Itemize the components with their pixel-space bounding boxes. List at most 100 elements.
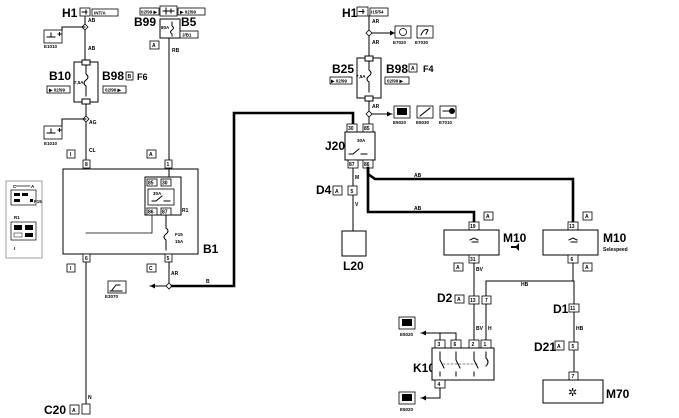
svg-text:V: V bbox=[355, 202, 359, 208]
svg-text:A: A bbox=[486, 214, 490, 220]
svg-text:A: A bbox=[152, 43, 156, 49]
svg-text:4: 4 bbox=[438, 382, 441, 388]
svg-text:HB: HB bbox=[521, 282, 529, 288]
svg-text:Selespeed: Selespeed bbox=[603, 247, 628, 253]
h1-left-tag bbox=[91, 8, 119, 17]
svg-text:E5020: E5020 bbox=[393, 120, 407, 125]
svg-text:E3070: E3070 bbox=[105, 294, 119, 299]
svg-text:I: I bbox=[14, 246, 15, 251]
fuse-b5 bbox=[159, 18, 181, 39]
svg-text:7: 7 bbox=[485, 298, 488, 304]
svg-text:87: 87 bbox=[349, 162, 355, 168]
svg-text:R1: R1 bbox=[182, 208, 189, 214]
svg-text:AR: AR bbox=[372, 104, 380, 110]
svg-text:AG: AG bbox=[89, 120, 97, 126]
svg-text:E1010: E1010 bbox=[44, 44, 58, 49]
svg-text:F15: F15 bbox=[175, 232, 183, 237]
wire-ab-m10b bbox=[366, 166, 575, 224]
svg-text:02/99 ▶: 02/99 ▶ bbox=[105, 88, 123, 93]
m10-b-label: M10 bbox=[603, 231, 627, 245]
svg-text:C: C bbox=[13, 184, 17, 189]
svg-text:86: 86 bbox=[364, 162, 370, 168]
svg-text:11: 11 bbox=[570, 306, 576, 312]
svg-text:8: 8 bbox=[85, 162, 88, 168]
j20-label: J20 bbox=[325, 139, 345, 153]
svg-text:7,5A: 7,5A bbox=[356, 74, 366, 79]
b99-label: B99 bbox=[134, 15, 156, 29]
svg-text:A: A bbox=[335, 189, 339, 195]
svg-text:02/99 ▶: 02/99 ▶ bbox=[387, 79, 405, 84]
svg-text:7,5A: 7,5A bbox=[74, 80, 84, 85]
svg-text:6: 6 bbox=[454, 342, 457, 348]
svg-text:AB: AB bbox=[88, 46, 96, 52]
e7030-icon bbox=[416, 25, 434, 39]
svg-text:A: A bbox=[456, 265, 460, 271]
svg-text:15A: 15A bbox=[175, 239, 184, 244]
svg-text:85: 85 bbox=[364, 126, 370, 132]
svg-text:7: 7 bbox=[572, 374, 575, 380]
svg-text:3: 3 bbox=[438, 342, 441, 348]
svg-text:J/B1: J/B1 bbox=[182, 33, 192, 38]
d1-label: D1 bbox=[553, 302, 569, 316]
svg-text:F6: F6 bbox=[137, 72, 148, 82]
fuse-f15-icon bbox=[163, 227, 169, 251]
svg-text:6: 6 bbox=[571, 257, 574, 263]
wire-b-thick bbox=[170, 111, 355, 288]
b25-label: B25 bbox=[332, 62, 354, 76]
svg-text:A: A bbox=[411, 66, 415, 72]
b98-right-label: B98 bbox=[386, 62, 408, 76]
wire-ab-m10a bbox=[366, 166, 476, 224]
svg-text:AR: AR bbox=[372, 40, 380, 46]
m70-gear-icon: ✲ bbox=[568, 386, 577, 399]
svg-text:30A: 30A bbox=[357, 138, 366, 143]
svg-text:85: 85 bbox=[148, 181, 154, 187]
svg-text:RB: RB bbox=[172, 48, 180, 54]
svg-text:▶ 02/99: ▶ 02/99 bbox=[330, 79, 347, 84]
svg-text:▶ 02/99: ▶ 02/99 bbox=[48, 88, 65, 93]
m10-a-horn-icon bbox=[511, 243, 519, 251]
svg-text:A: A bbox=[585, 214, 589, 220]
svg-text:30: 30 bbox=[348, 126, 354, 132]
svg-text:86: 86 bbox=[148, 210, 154, 216]
svg-text:INT/A: INT/A bbox=[94, 11, 106, 16]
svg-text:30: 30 bbox=[162, 181, 168, 187]
svg-text:A: A bbox=[557, 344, 561, 350]
svg-text:E5020: E5020 bbox=[400, 332, 414, 337]
svg-text:E7010: E7010 bbox=[439, 120, 453, 125]
svg-text:H: H bbox=[488, 326, 492, 332]
svg-text:6: 6 bbox=[85, 256, 88, 262]
svg-text:E1010: E1010 bbox=[44, 141, 58, 146]
m10-a-label: M10 bbox=[503, 231, 527, 245]
svg-text:CL: CL bbox=[89, 148, 96, 154]
d21-label: D21 bbox=[534, 340, 556, 354]
k10-switch-icon bbox=[439, 351, 489, 377]
fuse-icon bbox=[83, 65, 89, 97]
svg-text:E7030: E7030 bbox=[415, 40, 429, 45]
m10-a-icon bbox=[469, 237, 479, 243]
svg-text:I: I bbox=[70, 266, 72, 272]
svg-text:BV: BV bbox=[476, 326, 484, 332]
svg-text:R1: R1 bbox=[14, 215, 20, 220]
b5-label: B5 bbox=[181, 15, 197, 29]
k10-label: K10 bbox=[413, 361, 435, 375]
l20-box bbox=[341, 230, 367, 257]
svg-text:5: 5 bbox=[572, 344, 575, 350]
m10-b-icon bbox=[568, 237, 578, 243]
m70-label: M70 bbox=[606, 387, 630, 401]
svg-text:A: A bbox=[149, 152, 153, 158]
svg-text:C: C bbox=[149, 266, 153, 272]
svg-text:30A: 30A bbox=[153, 191, 162, 196]
svg-text:A: A bbox=[31, 184, 35, 189]
svg-text:E5030: E5030 bbox=[416, 120, 430, 125]
svg-text:HB: HB bbox=[576, 326, 584, 332]
svg-text:2: 2 bbox=[472, 342, 475, 348]
l20-label: L20 bbox=[343, 259, 364, 273]
svg-text:80A: 80A bbox=[161, 25, 170, 30]
wire-hb bbox=[485, 262, 574, 297]
svg-text:1: 1 bbox=[484, 342, 487, 348]
svg-text:N: N bbox=[88, 395, 92, 401]
svg-text:AB: AB bbox=[414, 173, 422, 179]
svg-text:AB: AB bbox=[414, 206, 422, 212]
b1-label: B1 bbox=[203, 242, 219, 256]
